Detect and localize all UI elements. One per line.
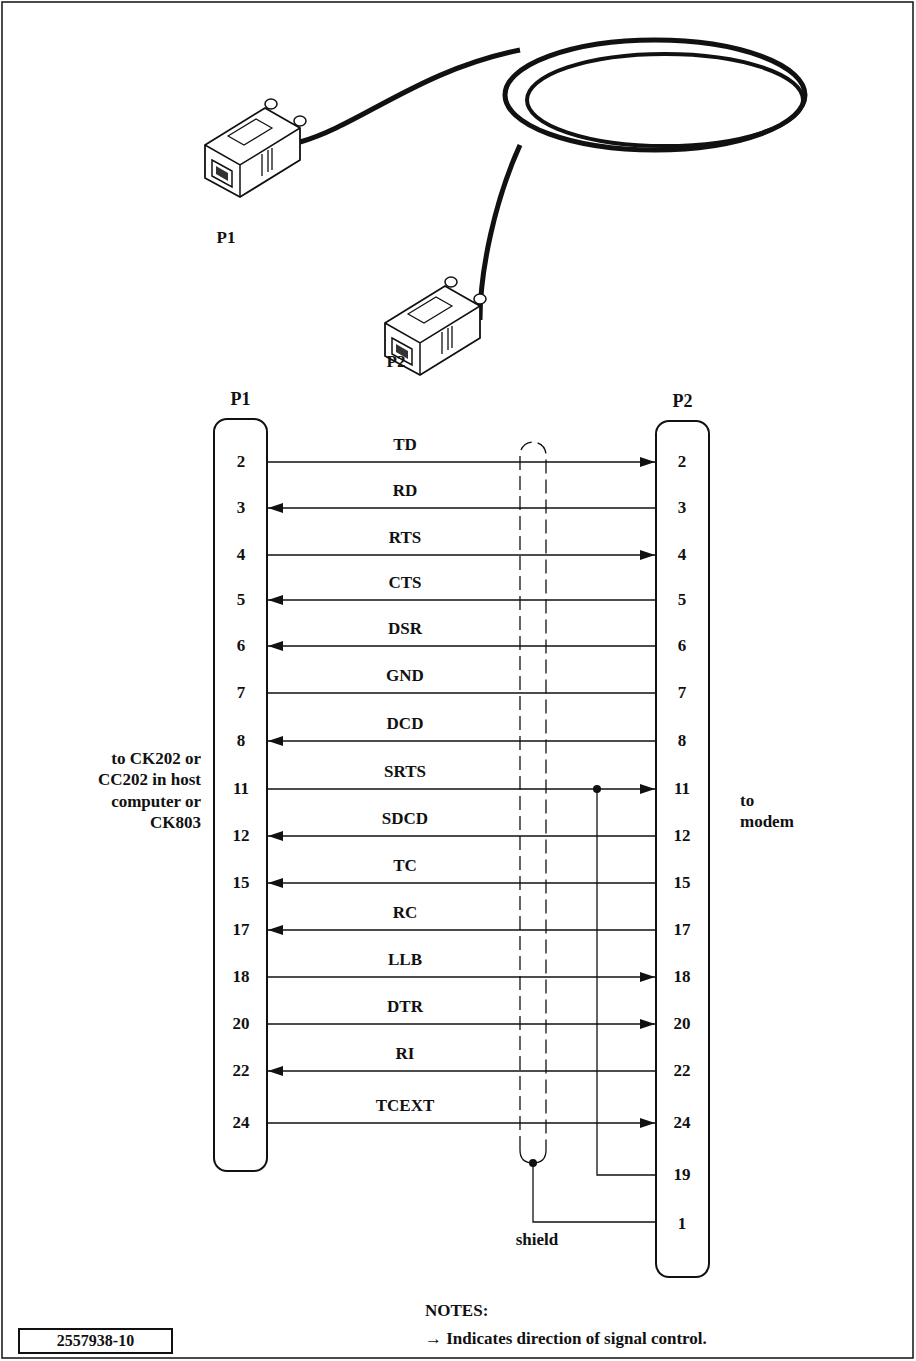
pin-number: 11	[674, 778, 690, 799]
signal-wire	[268, 645, 655, 646]
signal-name: RTS	[389, 528, 421, 548]
signal-wire	[268, 929, 655, 930]
pin-number: 4	[237, 544, 246, 565]
signal-name: CTS	[388, 573, 421, 593]
pin-number: 20	[674, 1013, 691, 1034]
connector-name: P2	[673, 391, 693, 412]
pin-number: 15	[674, 872, 691, 893]
signal-wire	[268, 1023, 655, 1024]
shield-label: shield	[516, 1229, 559, 1250]
junction-dot	[529, 1159, 537, 1167]
connector-name: P1	[231, 389, 251, 410]
destination-note: to CK202 or CC202 in host computer or CK…	[83, 748, 201, 833]
pin-number: 3	[678, 497, 687, 518]
pin-number: 1	[678, 1213, 687, 1234]
part-name: P2	[387, 351, 406, 372]
pin-number: 3	[237, 497, 246, 518]
pin-number: 6	[237, 635, 246, 656]
signal-name: GND	[386, 666, 424, 686]
pin-number: 2	[678, 451, 687, 472]
signal-name: TC	[393, 856, 417, 876]
pin-number: 7	[237, 682, 246, 703]
pin-number: 8	[678, 730, 687, 751]
signal-wire	[268, 692, 655, 693]
pin-number: 8	[237, 730, 246, 751]
pin-number: 18	[674, 966, 691, 987]
signal-wire	[268, 599, 655, 600]
pin-number: 2	[237, 451, 246, 472]
signal-name: SDCD	[382, 809, 428, 829]
pin-number: 22	[233, 1060, 250, 1081]
cable-coil	[527, 54, 803, 146]
note: NOTES:	[425, 1300, 488, 1321]
pin-number: 17	[674, 919, 691, 940]
part-name: P1	[217, 227, 236, 248]
cable	[480, 145, 520, 320]
signal-wire	[268, 507, 655, 508]
signal-wire	[268, 1122, 655, 1123]
pin-number: 19	[674, 1164, 691, 1185]
shield-tube	[520, 442, 655, 1222]
pin-number: 5	[237, 589, 246, 610]
pin-number: 17	[233, 919, 250, 940]
pin-number: 12	[233, 825, 250, 846]
figure-number: 2557938-10	[57, 1332, 134, 1350]
signal-wire	[268, 461, 655, 462]
pin-number: 18	[233, 966, 250, 987]
signal-name: RC	[393, 903, 418, 923]
signal-wire	[268, 835, 655, 836]
signal-name: DTR	[387, 997, 423, 1017]
pin-number: 4	[678, 544, 687, 565]
signal-name: LLB	[388, 950, 422, 970]
pin-number: 7	[678, 682, 687, 703]
branch-wire	[597, 789, 655, 1175]
signal-wire	[268, 1070, 655, 1071]
signal-wire	[268, 740, 655, 741]
pin-number: 12	[674, 825, 691, 846]
pin-number: 11	[233, 778, 249, 799]
signal-name: DCD	[387, 714, 424, 734]
cable	[300, 50, 520, 142]
destination-note: to modem	[740, 790, 802, 833]
connector-p1	[205, 99, 306, 197]
signal-wire	[268, 554, 655, 555]
signal-wire	[268, 788, 655, 789]
signal-wire	[268, 976, 655, 977]
figure-number-box: 2557938-10	[18, 1328, 173, 1354]
signal-name: DSR	[388, 619, 422, 639]
pin-number: 5	[678, 589, 687, 610]
signal-name: TD	[393, 435, 417, 455]
signal-name: RD	[393, 481, 418, 501]
signal-name: SRTS	[384, 762, 426, 782]
note: → Indicates direction of signal control.	[425, 1328, 707, 1349]
pin-number: 22	[674, 1060, 691, 1081]
pin-number: 24	[674, 1112, 691, 1133]
pin-number: 24	[233, 1112, 250, 1133]
pin-number: 6	[678, 635, 687, 656]
signal-wire	[268, 882, 655, 883]
signal-name: TCEXT	[376, 1096, 435, 1116]
cable-coil	[505, 40, 805, 150]
connector-p2	[385, 277, 486, 375]
pin-number: 20	[233, 1013, 250, 1034]
signal-name: RI	[396, 1044, 415, 1064]
pin-number: 15	[233, 872, 250, 893]
